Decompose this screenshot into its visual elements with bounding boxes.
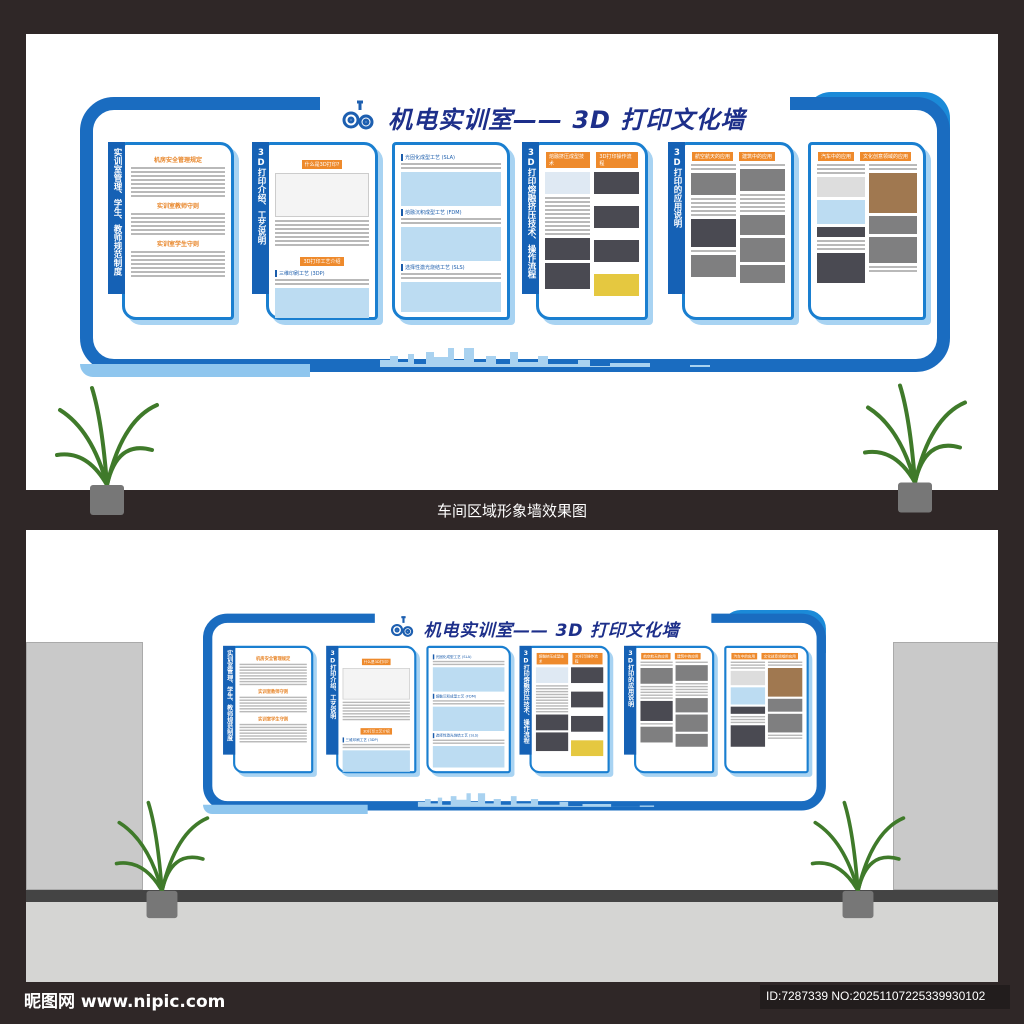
floor-edge bbox=[26, 890, 998, 902]
board-label: 3D打印介绍、工艺说明 bbox=[326, 645, 339, 755]
board-fdm: 3D打印熔融挤压技术、操作流程 熔融挤压成型技术 3D打印操作流程 bbox=[522, 142, 650, 324]
frame-accent-bottom bbox=[80, 364, 310, 377]
gear-icon bbox=[342, 100, 374, 130]
board-label: 3D打印的应用说明 bbox=[624, 645, 637, 755]
board-heading: 建筑中的应用 bbox=[674, 652, 701, 660]
board-subheading: 熔融沉积成型工艺 (FDM) bbox=[432, 693, 505, 699]
board-applications: 3D打印的应用说明 航空航天的应用建筑中的应用 bbox=[668, 142, 796, 324]
process-image bbox=[432, 667, 505, 692]
board-heading: 熔融挤压成型技术 bbox=[546, 152, 591, 168]
board-heading: 什么是3D打印? bbox=[301, 160, 343, 169]
board-heading: 航空航天的应用 bbox=[692, 152, 734, 161]
diagram-image bbox=[275, 173, 369, 217]
watermark-logo: 昵图网 www.nipic.com bbox=[24, 992, 226, 1012]
board-subheading: 选择性激光烧结工艺 (SLS) bbox=[432, 733, 505, 739]
board-subheading: 光固化成型工艺 (SLA) bbox=[432, 654, 505, 660]
board-heading: 机房安全管理规定 bbox=[153, 157, 202, 164]
potted-plant-bottom-left bbox=[114, 800, 210, 919]
board-subheading: 选择性激光烧结工艺 (SLS) bbox=[401, 264, 501, 271]
board-heading: 实训室教师守则 bbox=[156, 203, 199, 210]
board-heading: 3D打印操作流程 bbox=[572, 652, 603, 665]
skyline-graphic bbox=[380, 348, 710, 367]
caption: 车间区域形象墙效果图 bbox=[436, 502, 587, 520]
board-applications: 3D打印的应用说明 航空航天的应用建筑中的应用 bbox=[624, 645, 716, 776]
wall-title: 机电实训室—— 3D 打印文化墙 bbox=[423, 620, 680, 641]
board-heading: 实训室教师守则 bbox=[258, 689, 289, 695]
process-image bbox=[401, 282, 501, 312]
board-intro: 3D打印介绍、工艺说明 什么是3D打印? 3D打印工艺介绍 三维印刷工艺 (3D… bbox=[326, 645, 418, 776]
process-image bbox=[432, 706, 505, 732]
diagram-image bbox=[342, 667, 410, 700]
board-heading: 3D打印工艺介绍 bbox=[300, 257, 344, 266]
board-heading: 文化创意领域的应用 bbox=[761, 652, 799, 660]
board-heading: 实训室学生守则 bbox=[258, 716, 289, 722]
board-auto-culture: 汽车中的应用文化创意领域的应用 bbox=[724, 645, 816, 776]
process-image bbox=[342, 750, 410, 772]
board-heading: 熔融挤压成型技术 bbox=[536, 652, 569, 665]
culture-wall: 机电实训室—— 3D 打印文化墙 实训室管理、学生、教师规范制度 机房安全管理规… bbox=[80, 92, 950, 377]
board-processes: 光固化成型工艺 (SLA) 熔融沉积成型工艺 (FDM) 选择性激光烧结工艺 (… bbox=[392, 142, 520, 324]
culture-wall-mockup: 机电实训室—— 3D 打印文化墙 实训室管理、学生、教师规范制度 机房安全管理规… bbox=[203, 610, 826, 815]
watermark-id: ID:7287339 NO:20251107225339930102 bbox=[760, 985, 1010, 1009]
board-label: 实训室管理、学生、教师规范制度 bbox=[108, 142, 125, 294]
board-label: 3D打印介绍、工艺说明 bbox=[252, 142, 269, 294]
wall-title: 机电实训室—— 3D 打印文化墙 bbox=[388, 106, 746, 134]
board-heading: 文化创意领域的应用 bbox=[860, 152, 912, 161]
board-label: 3D打印的应用说明 bbox=[668, 142, 685, 294]
board-heading: 汽车中的应用 bbox=[731, 652, 758, 660]
board-label: 3D打印熔融挤压技术、操作流程 bbox=[522, 142, 539, 294]
potted-plant-bottom-right bbox=[810, 800, 906, 919]
side-wall-left bbox=[26, 642, 143, 890]
board-heading: 实训室学生守则 bbox=[156, 241, 199, 248]
board-rules: 实训室管理、学生、教师规范制度 机房安全管理规定 实训室教师守则 实训室学生守则 bbox=[108, 142, 236, 324]
board-heading: 什么是3D打印? bbox=[361, 658, 391, 666]
board-heading: 建筑中的应用 bbox=[739, 152, 776, 161]
gear-icon bbox=[390, 616, 414, 637]
skyline-graphic bbox=[417, 793, 655, 807]
board-subheading: 三维印刷工艺 (3DP) bbox=[342, 737, 410, 743]
board-subheading: 三维印刷工艺 (3DP) bbox=[275, 270, 369, 277]
process-image bbox=[275, 288, 369, 318]
board-heading: 汽车中的应用 bbox=[818, 152, 855, 161]
board-processes: 光固化成型工艺 (SLA) 熔融沉积成型工艺 (FDM) 选择性激光烧结工艺 (… bbox=[426, 645, 518, 776]
side-wall-right bbox=[893, 642, 998, 890]
process-image bbox=[401, 172, 501, 206]
frame-accent-bottom bbox=[203, 804, 368, 815]
board-rules: 实训室管理、学生、教师规范制度 机房安全管理规定 实训室教师守则 实训室学生守则 bbox=[223, 645, 315, 776]
board-label: 3D打印熔融挤压技术、操作流程 bbox=[519, 645, 532, 755]
potted-plant-left bbox=[55, 386, 159, 515]
potted-plant-right bbox=[863, 383, 967, 513]
board-heading: 机房安全管理规定 bbox=[255, 656, 291, 662]
board-label: 实训室管理、学生、教师规范制度 bbox=[223, 645, 236, 755]
board-heading: 3D打印工艺介绍 bbox=[360, 728, 392, 735]
board-subheading: 光固化成型工艺 (SLA) bbox=[401, 154, 501, 161]
board-intro: 3D打印介绍、工艺说明 什么是3D打印? 3D打印工艺介绍 三维印刷工艺 (3D… bbox=[252, 142, 380, 324]
board-subheading: 熔融沉积成型工艺 (FDM) bbox=[401, 209, 501, 216]
floor bbox=[26, 902, 998, 982]
board-auto-culture: 汽车中的应用文化创意领域的应用 bbox=[808, 142, 936, 324]
process-image bbox=[401, 227, 501, 261]
board-heading: 航空航天的应用 bbox=[641, 652, 671, 660]
process-image bbox=[432, 746, 505, 768]
board-heading: 3D打印操作流程 bbox=[596, 152, 638, 168]
